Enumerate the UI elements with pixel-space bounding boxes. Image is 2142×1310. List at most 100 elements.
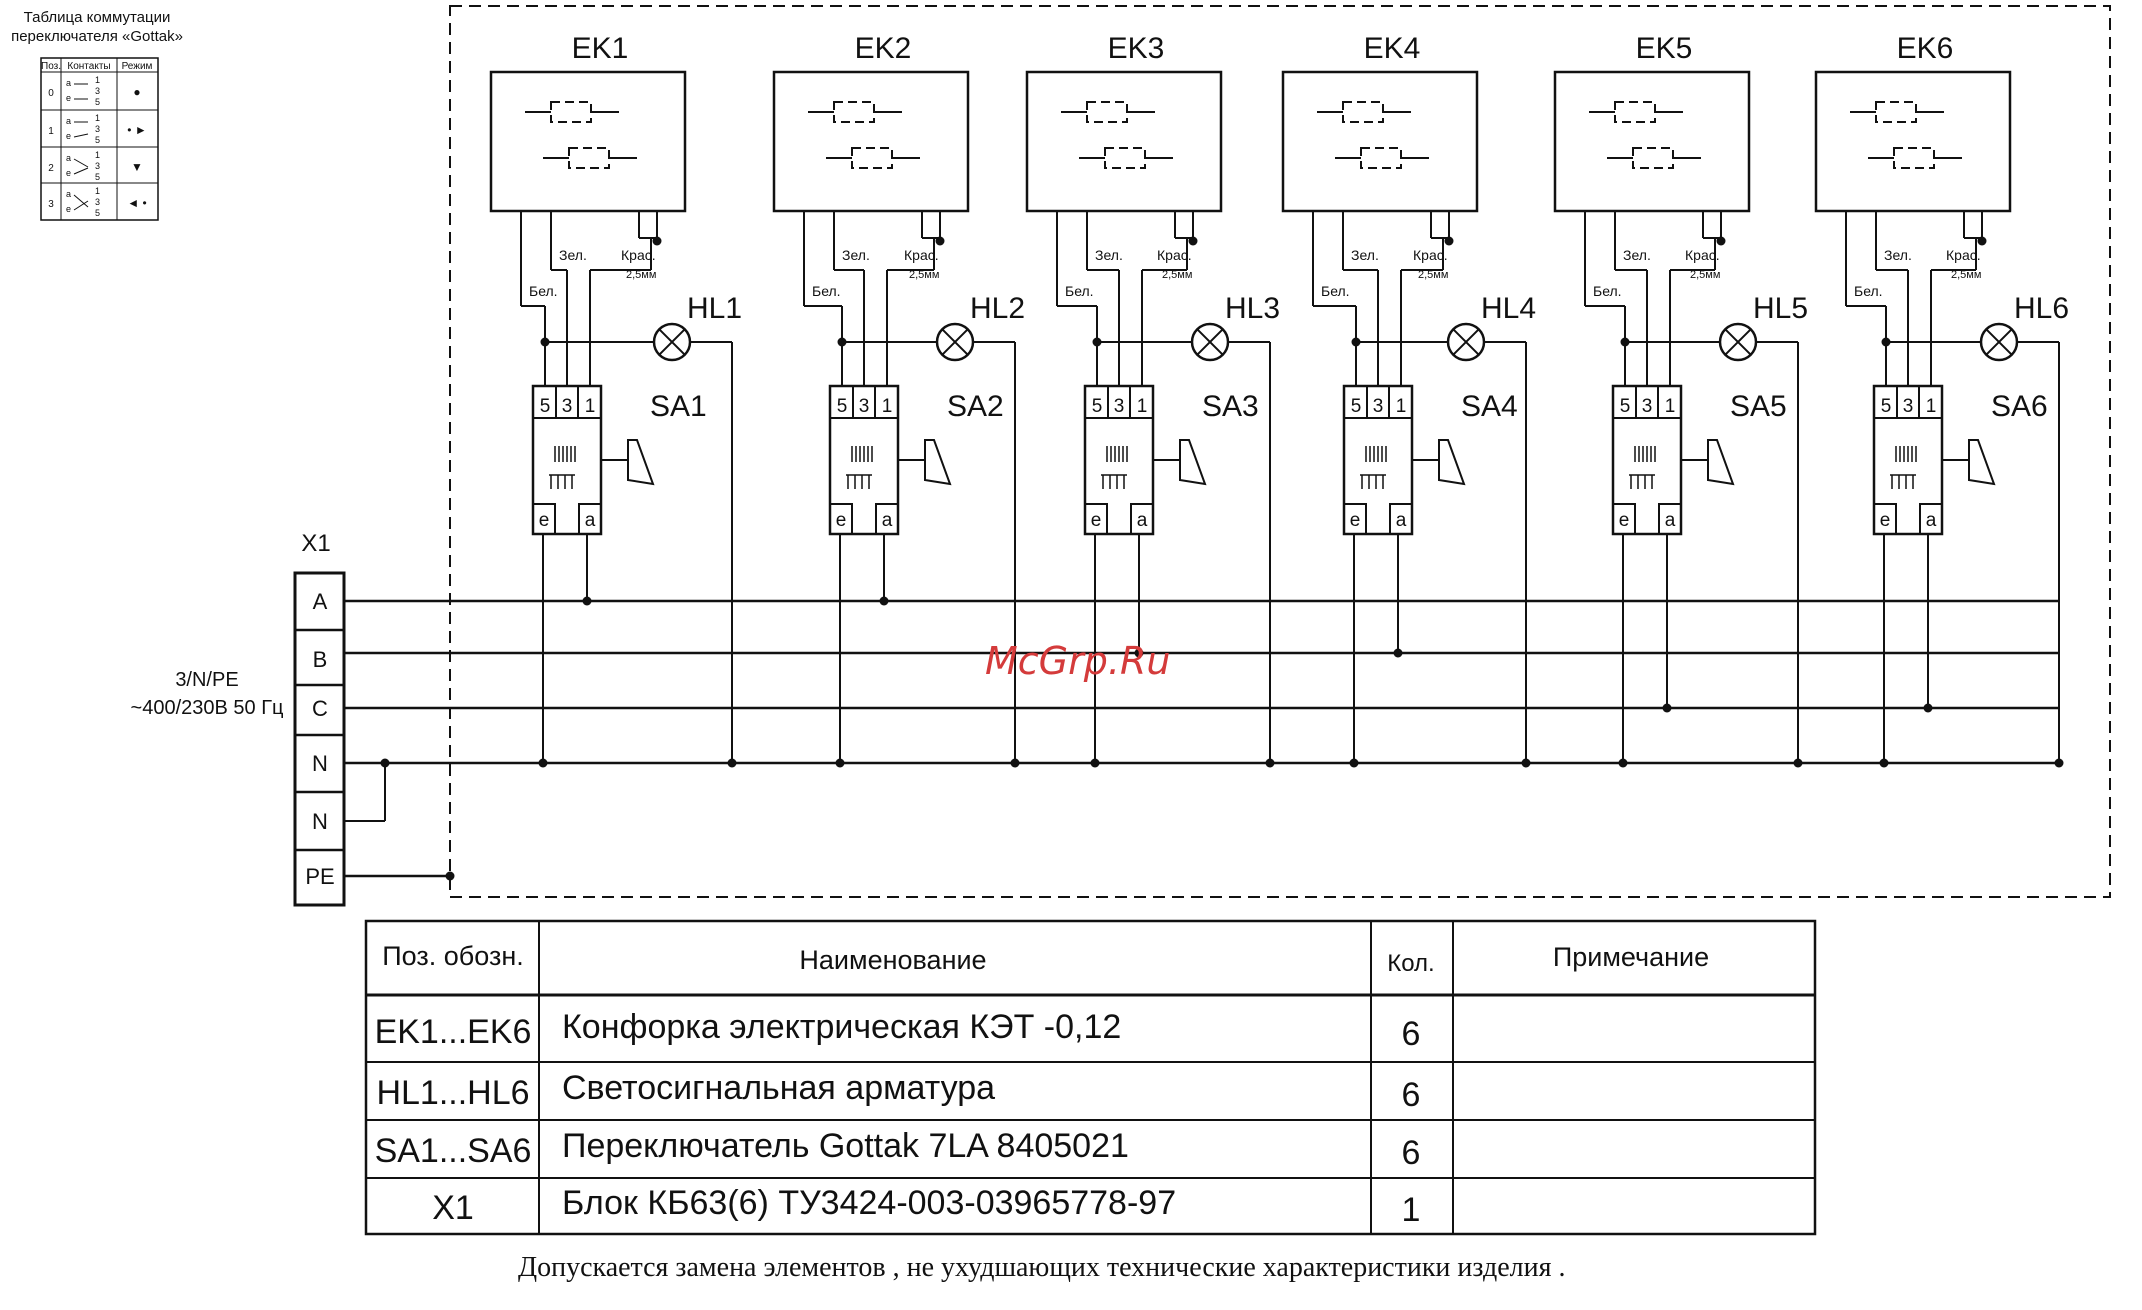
neutral-junction-dot [1010,758,1020,768]
white-wire-label: Бел. [1065,283,1094,299]
red-wire-size-label: 2,5мм [909,269,939,281]
parts-cell-name: Блок КБ63(6) ТУ3424-003-03965778-97 [562,1184,1176,1222]
contact-label-1: 1 [95,150,100,160]
phase-junction-dot [1662,703,1672,713]
heater-element [1360,147,1402,169]
neutral-junction-dot [1265,758,1275,768]
burner-box [1814,70,2012,213]
x1-body [293,571,346,907]
switch-terminal-e: e [1619,510,1630,531]
green-wire-label: Зел. [559,247,587,263]
neutral-junction-dot [1349,758,1359,768]
neutral-junction-dot [1090,758,1100,768]
red-wire-size-label: 2,5мм [1162,269,1192,281]
neutral-junction-dot [727,758,737,768]
switch-terminal-5: 5 [1092,396,1103,417]
contact-link [73,167,89,175]
heater-element [1342,101,1384,123]
switch-terminal-5: 5 [540,396,551,417]
red-wire-dot [652,236,662,246]
switch-terminal-5: 5 [837,396,848,417]
contact-label-5: 5 [95,135,100,145]
table-mode: ● [133,85,140,99]
green-wire-label: Зел. [1095,247,1123,263]
enclosure-border [449,5,2111,898]
x1-terminal-label: PE [305,864,334,889]
contact-label-a: a [66,116,71,126]
switch-terminal-a: a [1137,510,1148,531]
white-wire-label: Бел. [1854,283,1883,299]
switch-terminal-5: 5 [1620,396,1631,417]
phase-junction-dot [1393,648,1403,658]
contact-link [73,200,89,211]
table-mode: • ► [127,123,146,137]
lamp-junction-dot [1881,337,1891,347]
x1-terminal-label: C [312,696,328,721]
switch-knob [627,439,655,486]
switch-terminal-1: 1 [1926,396,1937,417]
parts-cell-pos: X1 [432,1189,474,1227]
switch-terminal-1: 1 [1137,396,1148,417]
contact-label-e: e [66,131,71,141]
switch-terminal-3: 3 [1114,396,1125,417]
switch-terminal-5: 5 [1881,396,1892,417]
lamp-cross [1196,328,1224,356]
contact-label-1: 1 [95,186,100,196]
table-title: переключателя «Gottak» [11,28,183,45]
parts-cell-qty: 6 [1402,1015,1421,1053]
phase-junction-dot [1923,703,1933,713]
burner-label: EK3 [1108,32,1165,65]
contact-label-1: 1 [95,113,100,123]
switch-terminal-a-box [875,503,899,535]
lamp-cross [1452,328,1480,356]
switch-terminal-1: 1 [1396,396,1407,417]
red-wire-dot [1977,236,1987,246]
lamp-junction-dot [1351,337,1361,347]
switch-label: SA1 [650,390,707,423]
switch-knob [1707,439,1735,486]
lamp-cross [658,328,686,356]
red-wire-dot [935,236,945,246]
x1-terminal-label: N [312,809,328,834]
switch-terminal-a-box [1919,503,1943,535]
supply-label: 3/N/PE [175,669,238,691]
switch-knob [1179,439,1207,486]
parts-cell-pos: SA1...SA6 [375,1132,532,1170]
neutral-junction-dot [2054,758,2064,768]
contact-label-3: 3 [95,161,100,171]
phase-junction-dot [582,596,592,606]
burner-label: EK6 [1897,32,1954,65]
switch-terminal-1: 1 [1665,396,1676,417]
switch-terminal-a: a [1665,510,1676,531]
red-wire-label: Крас. [1413,247,1448,263]
table-header: Режим [122,61,153,72]
contact-label-a: a [66,189,71,199]
watermark: McGrp.Ru [985,639,1170,683]
red-wire-dot [1716,236,1726,246]
parts-table-frame [364,919,1817,1236]
switch-terminal-3: 3 [562,396,573,417]
green-wire-label: Зел. [1351,247,1379,263]
red-wire-size-label: 2,5мм [1951,269,1981,281]
white-wire-label: Бел. [812,283,841,299]
switch-label: SA2 [947,390,1004,423]
phase-junction-dot [879,596,889,606]
parts-cell-name: Переключатель Gottak 7LA 8405021 [562,1127,1129,1165]
burner-box [489,70,687,213]
red-wire-label: Крас. [1157,247,1192,263]
switch-terminal-3: 3 [1642,396,1653,417]
contact-label-5: 5 [95,97,100,107]
red-wire-dot [1444,236,1454,246]
switch-terminal-e: e [836,510,847,531]
heater-element [1086,101,1128,123]
heater-element [1614,101,1656,123]
contact-label-e: e [66,168,71,178]
pe-junction-dot [445,871,455,881]
